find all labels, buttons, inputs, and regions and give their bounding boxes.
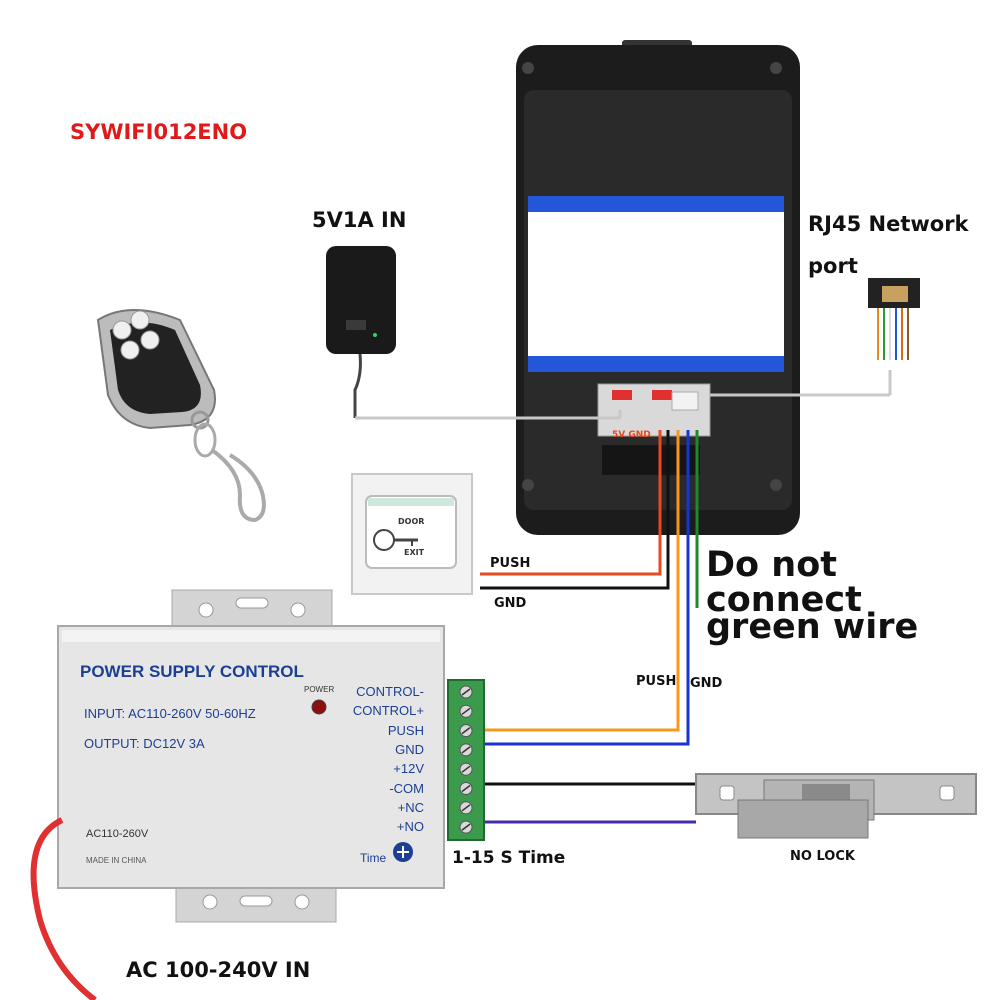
ac-in-label: AC 100-240V IN bbox=[126, 958, 311, 982]
panel-screw bbox=[770, 479, 782, 491]
panel-label-sticker bbox=[528, 196, 784, 372]
adapter-led bbox=[373, 333, 377, 337]
psu-title: POWER SUPPLY CONTROL bbox=[80, 662, 304, 681]
model-label: SYWIFI012ENO bbox=[70, 120, 248, 144]
terminal-screw-slot bbox=[461, 746, 471, 754]
panel-screw bbox=[770, 62, 782, 74]
exit-push-wire bbox=[480, 430, 662, 576]
terminal-screw-slot bbox=[461, 726, 471, 735]
power-led-label: POWER bbox=[304, 685, 335, 694]
terminal-label: PUSH bbox=[387, 722, 424, 738]
warning-line2: green wire bbox=[706, 607, 919, 647]
sticker-blue-bottom bbox=[528, 356, 784, 372]
psu-body bbox=[57, 625, 445, 889]
terminal-screw-slot bbox=[461, 823, 471, 831]
terminal-screw-slot bbox=[461, 688, 471, 696]
power-adapter bbox=[326, 246, 622, 420]
network-label-line2: port bbox=[808, 254, 858, 278]
adapter-body bbox=[326, 246, 396, 354]
psu-input: INPUT: AC110-260V 50-60HZ bbox=[84, 706, 256, 721]
terminal-block bbox=[447, 679, 485, 841]
connector-lower bbox=[602, 445, 700, 475]
terminal-label: -COM bbox=[389, 780, 424, 796]
psu-made-in: MADE IN CHINA bbox=[86, 856, 147, 865]
terminal-label: CONTROL+ bbox=[352, 703, 424, 719]
ac-cable bbox=[30, 817, 97, 1000]
exit-gnd-wire bbox=[480, 430, 670, 590]
terminal-label: +NC bbox=[397, 799, 424, 815]
network-label-line1: RJ45 Network bbox=[808, 212, 969, 236]
port-labels: 5V GND bbox=[612, 430, 651, 440]
terminal-label: +12V bbox=[393, 761, 424, 777]
terminal-screw-slot bbox=[461, 707, 471, 715]
terminal-label: GND bbox=[395, 741, 424, 757]
psu-push-label: PUSH bbox=[636, 674, 677, 689]
psu-wires bbox=[484, 430, 696, 824]
terminal-screw-slot bbox=[461, 784, 471, 793]
exit-button-line2: EXIT bbox=[404, 548, 425, 557]
psu-gnd-label: GND bbox=[690, 676, 723, 691]
psu-output: OUTPUT: DC12V 3A bbox=[84, 736, 205, 751]
sticker-blue-top bbox=[528, 196, 784, 212]
psu-push-wire bbox=[484, 430, 680, 732]
panel-screw bbox=[522, 479, 534, 491]
terminal-screw-slot bbox=[461, 765, 471, 773]
warning-line1: Do not connect bbox=[706, 545, 862, 620]
connector-red bbox=[652, 390, 672, 400]
remote-fob bbox=[96, 309, 266, 523]
exit-wires bbox=[480, 430, 699, 608]
psu-time-label: Time bbox=[360, 851, 387, 865]
lock-body bbox=[737, 799, 869, 839]
exit-button-line1: DOOR bbox=[398, 517, 425, 526]
lock-label: NO LOCK bbox=[790, 849, 855, 864]
psu-ac-label: AC110-260V bbox=[86, 828, 149, 840]
terminal-label: +NO bbox=[396, 819, 424, 835]
door-phone-panel bbox=[516, 40, 800, 535]
psu-tab-top bbox=[171, 589, 333, 631]
rj45-connector bbox=[710, 278, 920, 397]
connector-white bbox=[671, 391, 699, 411]
no-lock bbox=[695, 773, 977, 839]
adapter-label: 5V1A IN bbox=[312, 208, 407, 232]
terminal-screw-slot bbox=[461, 804, 471, 812]
terminal-label: CONTROL- bbox=[356, 684, 424, 699]
power-supply-box bbox=[57, 589, 445, 923]
psu-gnd-wire bbox=[484, 430, 690, 746]
exit-push-label: PUSH bbox=[490, 556, 531, 571]
exit-gnd-label: GND bbox=[494, 596, 527, 611]
time-range-label: 1-15 S Time bbox=[452, 848, 566, 868]
power-led bbox=[311, 699, 327, 715]
panel-screw bbox=[522, 62, 534, 74]
connector-red bbox=[612, 390, 632, 400]
exit-button-device bbox=[351, 473, 473, 595]
